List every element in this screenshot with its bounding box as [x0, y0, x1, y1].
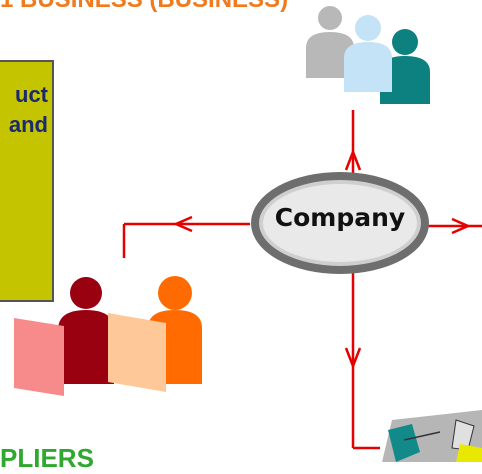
product-box-text: uct and — [9, 80, 48, 140]
device-icon — [382, 410, 482, 462]
product-box: uct and — [0, 60, 54, 302]
company-label: Company — [274, 203, 406, 232]
top-heading-fragment: 1 BUSINESS (BUSINESS) — [0, 0, 482, 14]
suppliers-heading-fragment: PLIERS — [0, 443, 94, 473]
diagram-canvas — [14, 6, 482, 462]
company-node — [251, 172, 429, 274]
flow-arrows — [122, 110, 482, 450]
product-box-line-1: uct — [15, 82, 48, 107]
product-box-line-2: and — [8, 112, 48, 137]
customers-icon — [306, 6, 430, 104]
suppliers-icon — [14, 276, 202, 396]
